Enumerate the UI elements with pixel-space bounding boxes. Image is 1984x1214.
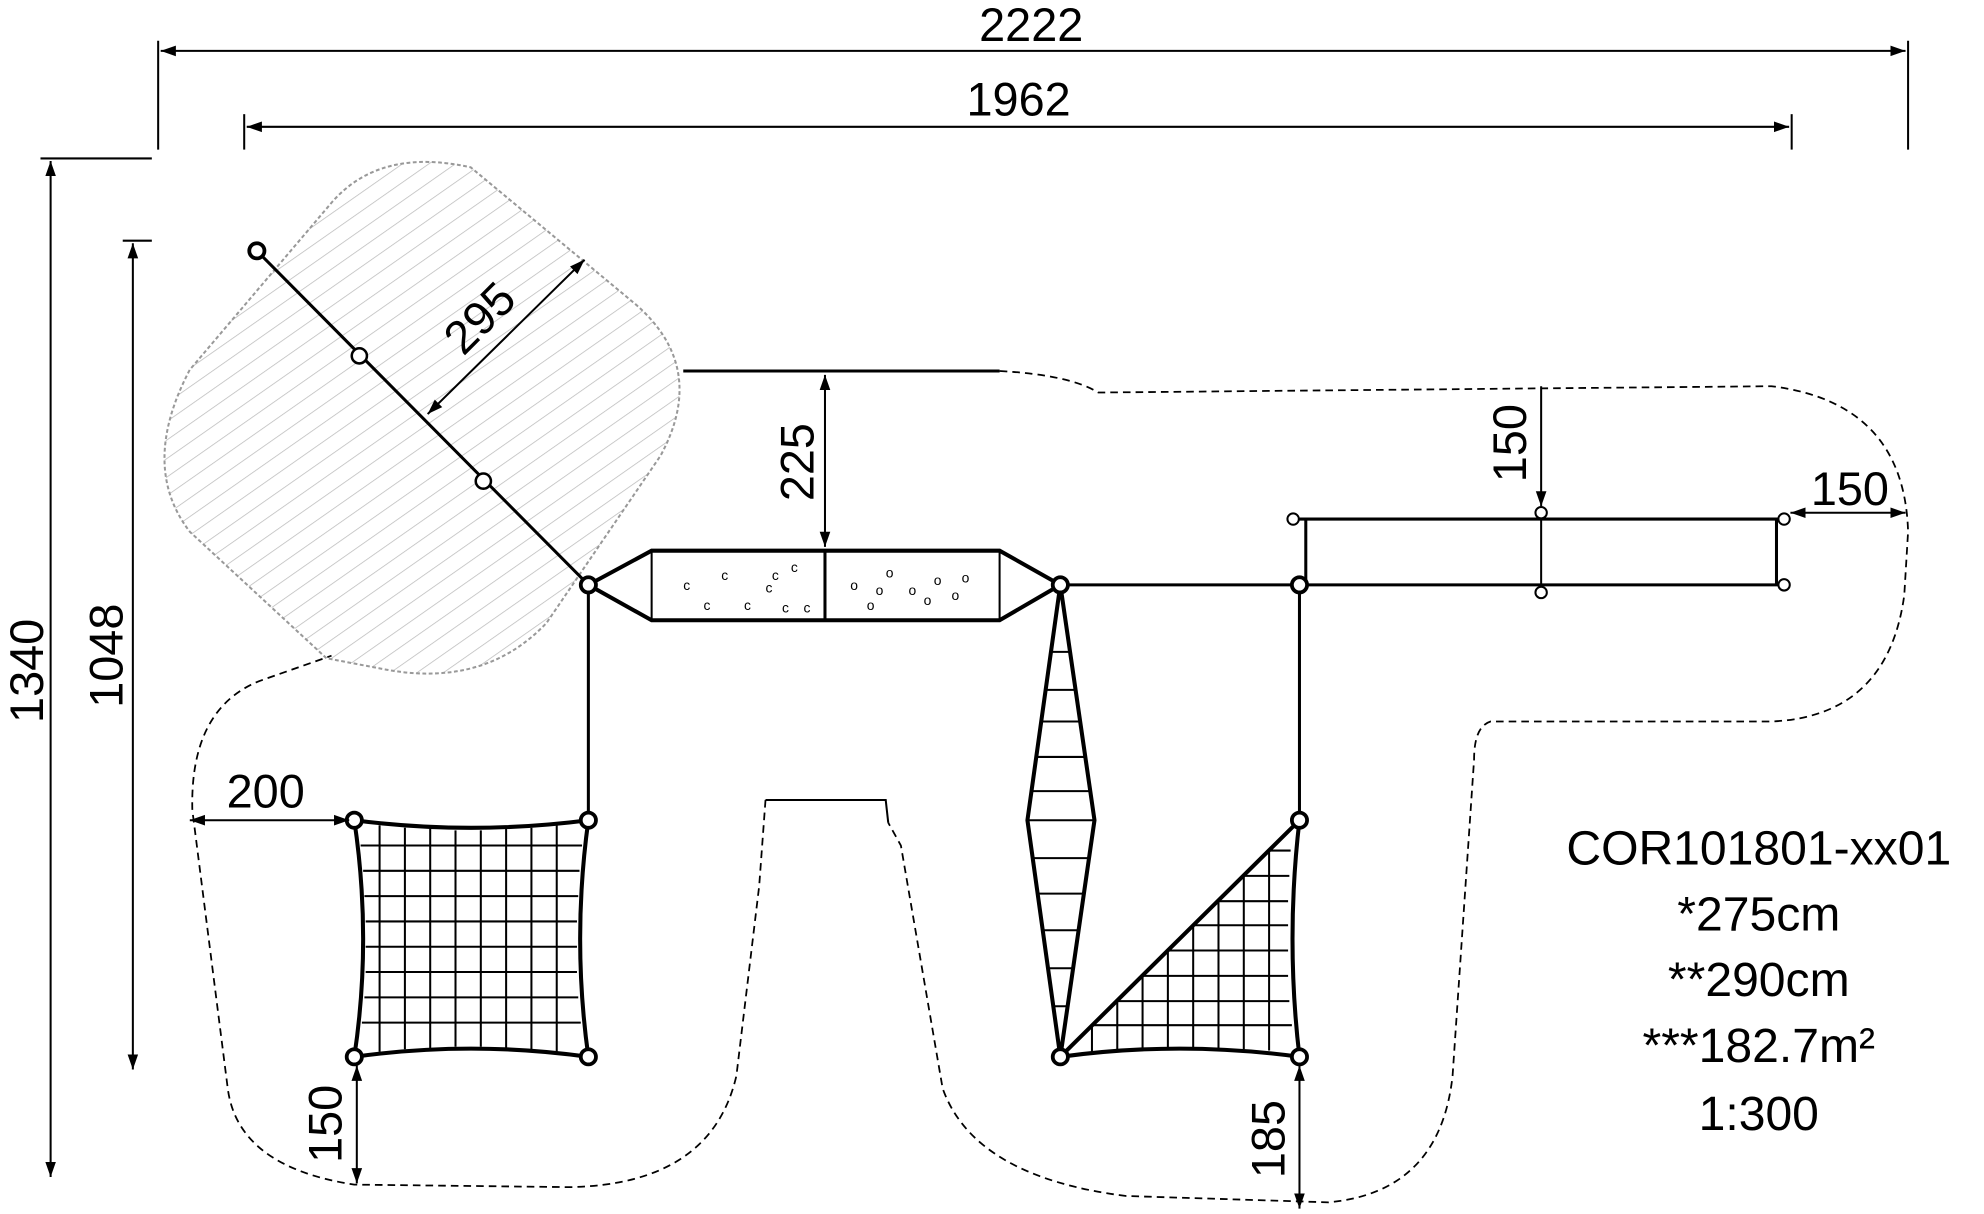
svg-text:c: c [791, 559, 798, 575]
svg-text:c: c [721, 567, 728, 583]
climbing-holds: ccc ccc ccc ooo ooo ooo [683, 559, 969, 615]
svg-text:o: o [850, 577, 858, 593]
dim-left-clearance: 200 [227, 766, 305, 818]
svg-text:o: o [952, 587, 960, 603]
swing-hanger [474, 472, 493, 490]
svg-text:c: c [782, 600, 789, 616]
dim-top-clearance: 150 [1484, 404, 1536, 482]
svg-text:c: c [772, 567, 779, 583]
svg-text:c: c [683, 577, 690, 593]
dim-platform-offset: 225 [772, 423, 824, 501]
svg-text:c: c [704, 597, 711, 613]
climbing-net-square [351, 817, 591, 1060]
safety-zone-outline [191, 370, 1909, 1204]
balance-frame [1286, 506, 1791, 600]
rope-ladder [1025, 584, 1097, 1058]
safety-area: ***182.7m² [1643, 1019, 1876, 1073]
svg-text:o: o [867, 597, 875, 613]
swing-hanger [350, 346, 369, 365]
svg-text:o: o [962, 569, 970, 585]
svg-text:o: o [886, 564, 894, 580]
dim-bottom-right-clearance: 185 [1242, 1100, 1294, 1178]
dim-overall-width: 2222 [979, 0, 1083, 51]
post-joint [247, 241, 267, 261]
svg-text:o: o [876, 582, 884, 598]
drawing-scale: 1:300 [1699, 1087, 1819, 1141]
dim-overall-height: 1340 [1, 619, 53, 723]
dimension-lines [40, 40, 1910, 1209]
svg-text:o: o [924, 592, 932, 608]
svg-text:o: o [908, 582, 916, 598]
dim-inner-height: 1048 [81, 604, 133, 708]
dim-right-clearance: 150 [1811, 463, 1889, 515]
swing-beam [255, 249, 590, 586]
height-2: **290cm [1668, 953, 1850, 1007]
product-code: COR101801-xx01 [1566, 821, 1951, 875]
svg-text:c: c [744, 597, 751, 613]
svg-text:o: o [934, 572, 942, 588]
inner-cutout-top [765, 798, 890, 823]
svg-text:c: c [803, 600, 810, 616]
dim-bottom-left-clearance: 150 [300, 1085, 352, 1163]
climbing-net-triangle [1054, 814, 1303, 1060]
svg-text:c: c [766, 579, 773, 595]
height-1: *275cm [1677, 887, 1840, 941]
dim-inner-width: 1962 [967, 73, 1071, 125]
